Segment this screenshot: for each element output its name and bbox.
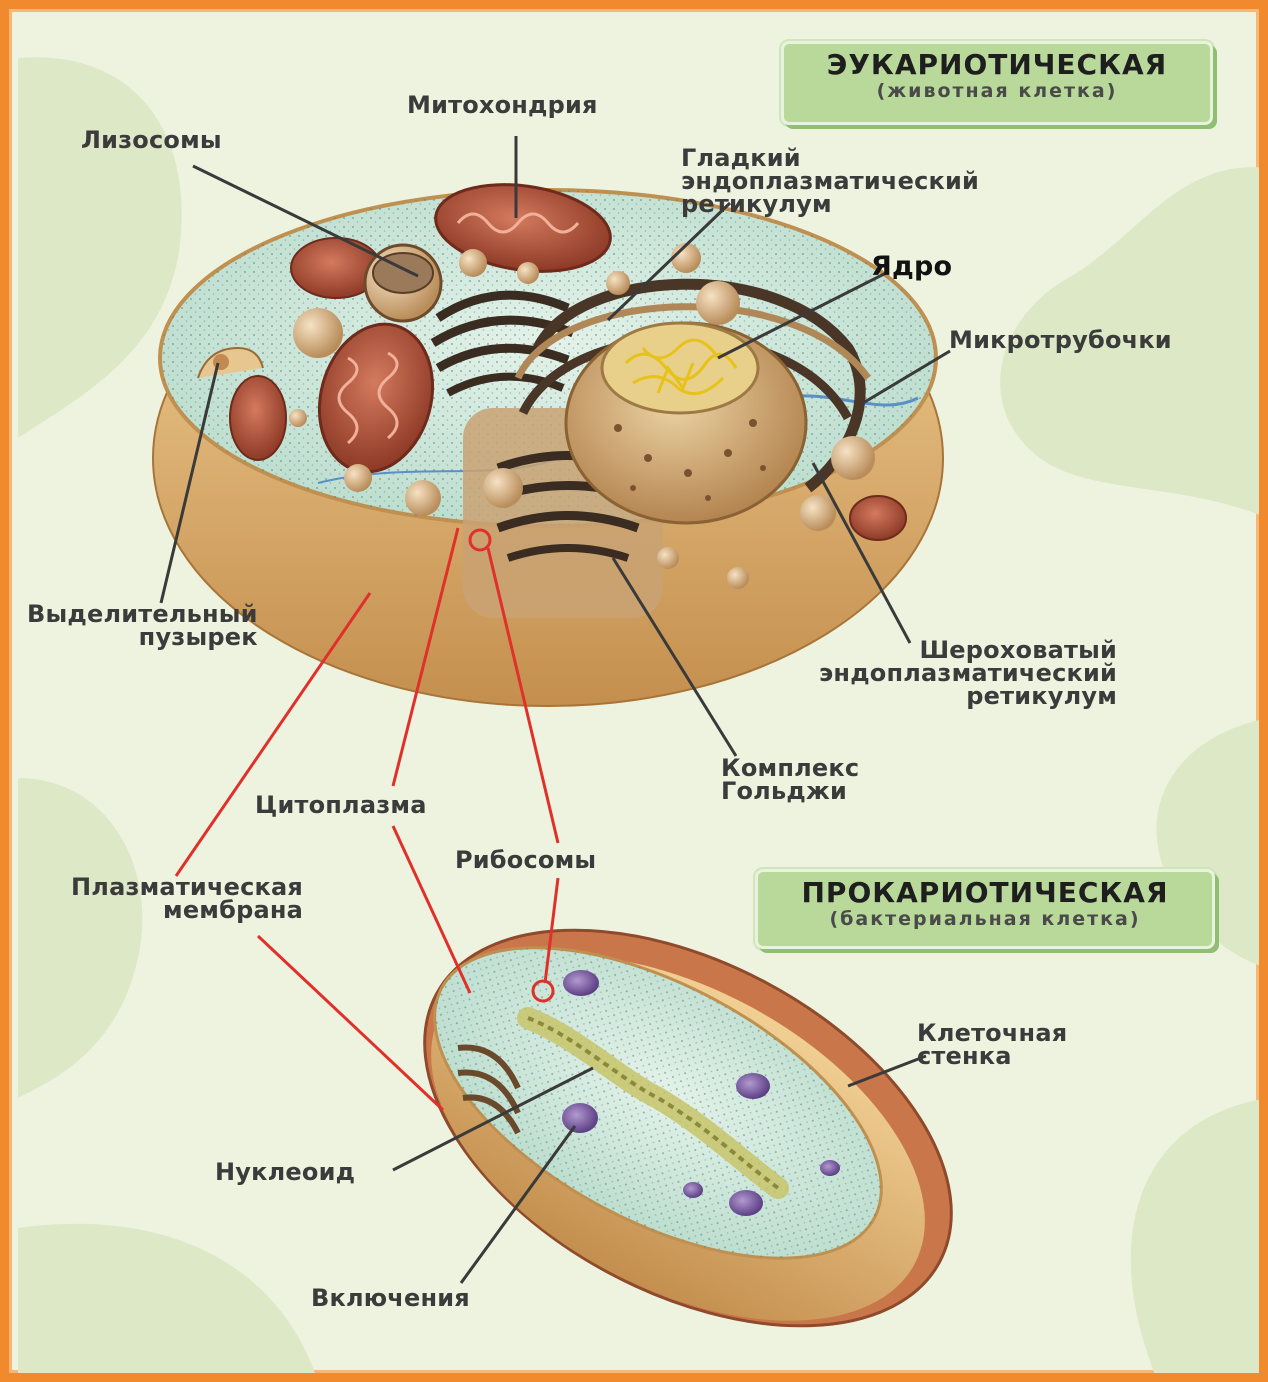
eukaryote-subtitle: (животная клетка) <box>784 80 1210 102</box>
label-lysosomes: Лизосомы <box>81 129 222 152</box>
eukaryote-title-box: ЭУКАРИОТИЧЕСКАЯ (животная клетка) <box>781 41 1213 125</box>
prokaryote-title-box: ПРОКАРИОТИЧЕСКАЯ (бактериальная клетка) <box>755 869 1215 949</box>
eukaryotic-cell <box>153 174 943 706</box>
label-nucleoid: Нуклеоид <box>215 1161 355 1184</box>
label-mitochondria: Митохондрия <box>407 94 598 117</box>
label-nucleus: Ядро <box>871 255 952 278</box>
label-secretory-vesicle: Выделительный пузырек <box>27 603 258 649</box>
label-inclusions: Включения <box>311 1287 470 1310</box>
label-plasma-membrane: Плазматическая мембрана <box>71 876 303 922</box>
prokaryote-subtitle: (бактериальная клетка) <box>758 908 1212 930</box>
nucleus <box>566 323 806 523</box>
label-rough-er: Шероховатый эндоплазматический ретикулум <box>819 639 1117 708</box>
label-golgi: Комплекс Гольджи <box>721 757 859 803</box>
label-cell-wall: Клеточная стенка <box>917 1022 1067 1068</box>
label-microtubules: Микротрубочки <box>949 329 1172 352</box>
label-ribosomes: Рибосомы <box>455 849 596 872</box>
eukaryote-title: ЭУКАРИОТИЧЕСКАЯ <box>784 50 1210 80</box>
prokaryote-title: ПРОКАРИОТИЧЕСКАЯ <box>758 878 1212 908</box>
label-smooth-er: Гладкий эндоплазматический ретикулум <box>681 147 979 216</box>
label-cytoplasm: Цитоплазма <box>255 794 427 817</box>
